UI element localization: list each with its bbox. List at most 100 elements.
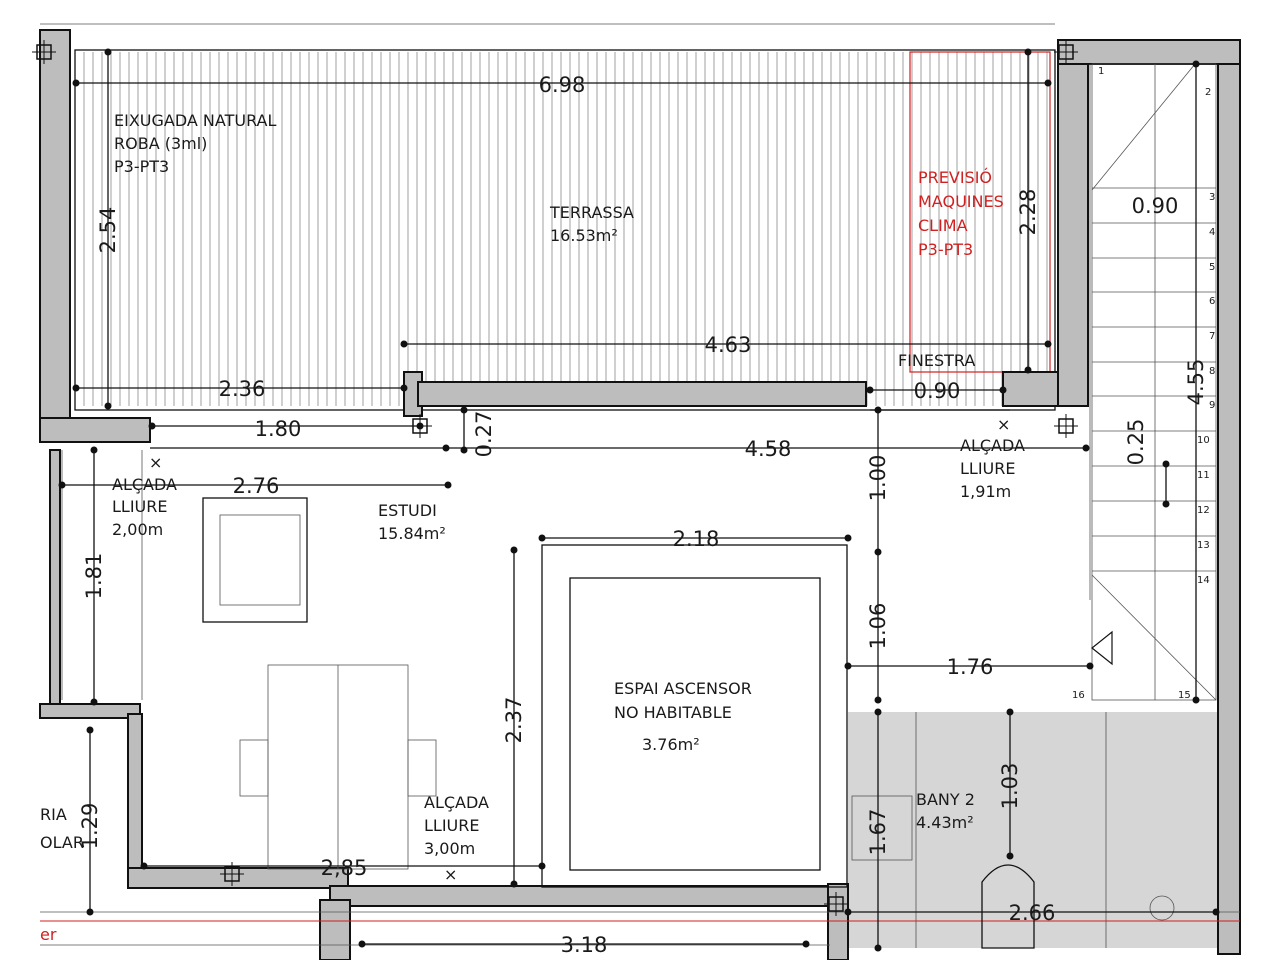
- climate-zone: [909, 51, 1051, 373]
- dimension-dot: [58, 481, 66, 489]
- dimension-dot: [538, 534, 546, 542]
- dimension-dot: [1082, 444, 1090, 452]
- dimension-dot: [874, 406, 882, 414]
- dim-2-85: 2,85: [321, 856, 368, 880]
- elevator-shaft: [541, 544, 848, 888]
- dimension-dot: [460, 446, 468, 454]
- dimension-dot: [1192, 696, 1200, 704]
- dimension-dot: [1192, 60, 1200, 68]
- dim-1-29: 1.29: [78, 803, 102, 850]
- dim-2-66: 2.66: [1009, 901, 1056, 925]
- elevator-line1: ESPAI ASCENSOR: [614, 679, 752, 698]
- dimension-dot: [104, 402, 112, 410]
- stair-step-number: 1: [1098, 66, 1104, 77]
- elevator-car: [569, 577, 821, 871]
- dimension-dot: [1006, 852, 1014, 860]
- dimension-dot: [400, 384, 408, 392]
- dim-4-58: 4.58: [745, 437, 792, 461]
- furniture: [202, 497, 1175, 949]
- wall-bath-left: [827, 883, 849, 960]
- stair-step-number: 16: [1072, 690, 1085, 701]
- height-markers: × × ×: [149, 415, 1010, 884]
- dimension-dots: [58, 48, 1220, 952]
- free-height-right-value: 1,91m: [960, 482, 1011, 501]
- dimension-dot: [442, 444, 450, 452]
- stair-step-number: 7: [1209, 331, 1215, 342]
- dimension-dot: [140, 862, 148, 870]
- dimension-dot: [86, 726, 94, 734]
- study-area: 15.84m²: [378, 524, 446, 543]
- elevator-line2: NO HABITABLE: [614, 703, 732, 722]
- stair-step-number: 12: [1197, 505, 1210, 516]
- terrace-outline: [74, 49, 1056, 411]
- bath-floor: [848, 712, 1218, 948]
- dimension-dot: [400, 340, 408, 348]
- dimension-dot: [1044, 79, 1052, 87]
- stair-step-number: 2: [1205, 87, 1211, 98]
- height-marker-icon: ×: [997, 415, 1010, 434]
- labels: EIXUGADA NATURAL ROBA (3ml) P3-PT3 TERRA…: [40, 111, 1025, 944]
- dim-0-25: 0.25: [1124, 419, 1148, 466]
- stair-step-number: 11: [1197, 470, 1210, 481]
- dimension-dot: [844, 662, 852, 670]
- dim-2-76: 2.76: [233, 474, 280, 498]
- chair-left: [239, 739, 269, 797]
- dimension-dot: [460, 406, 468, 414]
- wall-left-corner: [39, 417, 151, 443]
- climate-line4: P3-PT3: [918, 240, 973, 259]
- bath-name: BANY 2: [916, 790, 975, 809]
- stair-step-number: 6: [1209, 296, 1215, 307]
- dim-1-06: 1.06: [866, 603, 890, 650]
- dimension-texts: 6.98 4.63 2.36 0.90 0.90 1.80 4.58 2.76 …: [219, 73, 1179, 957]
- dimension-dot: [1212, 908, 1220, 916]
- drying-line2: ROBA (3ml): [114, 134, 207, 153]
- dimension-dot: [104, 48, 112, 56]
- dim-2-18: 2.18: [673, 527, 720, 551]
- dimension-dot: [90, 698, 98, 706]
- dimension-dot: [72, 79, 80, 87]
- wall-far-right: [1217, 63, 1241, 955]
- wall-right-stub: [1002, 371, 1064, 407]
- dimension-dot: [874, 696, 882, 704]
- dimension-dot: [874, 548, 882, 556]
- wall-left-lower: [127, 713, 143, 871]
- dim-2-37: 2.37: [502, 697, 526, 744]
- bath-area: 4.43m²: [916, 813, 974, 832]
- wall-terrace-study: [417, 381, 867, 407]
- dim-0-27: 0.27: [472, 411, 496, 458]
- height-marker-icon: ×: [149, 453, 162, 472]
- dimension-dot: [416, 422, 424, 430]
- toilet: [981, 864, 1035, 949]
- elevator-area: 3.76m²: [642, 735, 700, 754]
- dim-1-03: 1.03: [998, 763, 1022, 810]
- stair-step-number: 13: [1197, 540, 1210, 551]
- dimension-dot: [866, 386, 874, 394]
- dim-2-28: 2.28: [1016, 189, 1040, 236]
- column-marker-icon: [1054, 40, 1078, 64]
- shower-tray: [851, 795, 913, 861]
- drying-line1: EIXUGADA NATURAL: [114, 111, 276, 130]
- armchair: [202, 497, 308, 623]
- dimension-dot: [510, 880, 518, 888]
- column-marker-icon: [32, 40, 56, 64]
- climate-line3: CLIMA: [918, 216, 968, 235]
- dimension-dot: [510, 546, 518, 554]
- dimension-lines: [62, 52, 1216, 948]
- free-height-bottom-value: 3,00m: [424, 839, 475, 858]
- dimension-dot: [1162, 460, 1170, 468]
- dim-4-55: 4.55: [1184, 359, 1208, 406]
- terrace-name: TERRASSA: [549, 203, 634, 222]
- wall-bottom-stub: [319, 899, 351, 960]
- stair-step-number: 8: [1209, 366, 1215, 377]
- wall-right-terrace: [1057, 39, 1089, 407]
- dimension-dot: [148, 422, 156, 430]
- staircase: [1091, 63, 1217, 701]
- window-label: FINESTRA: [898, 351, 975, 370]
- dim-1-67: 1.67: [866, 809, 890, 856]
- dimension-dot: [1162, 500, 1170, 508]
- drying-line3: P3-PT3: [114, 157, 169, 176]
- wall-left-terrace: [39, 29, 71, 441]
- dim-1-76: 1.76: [947, 655, 994, 679]
